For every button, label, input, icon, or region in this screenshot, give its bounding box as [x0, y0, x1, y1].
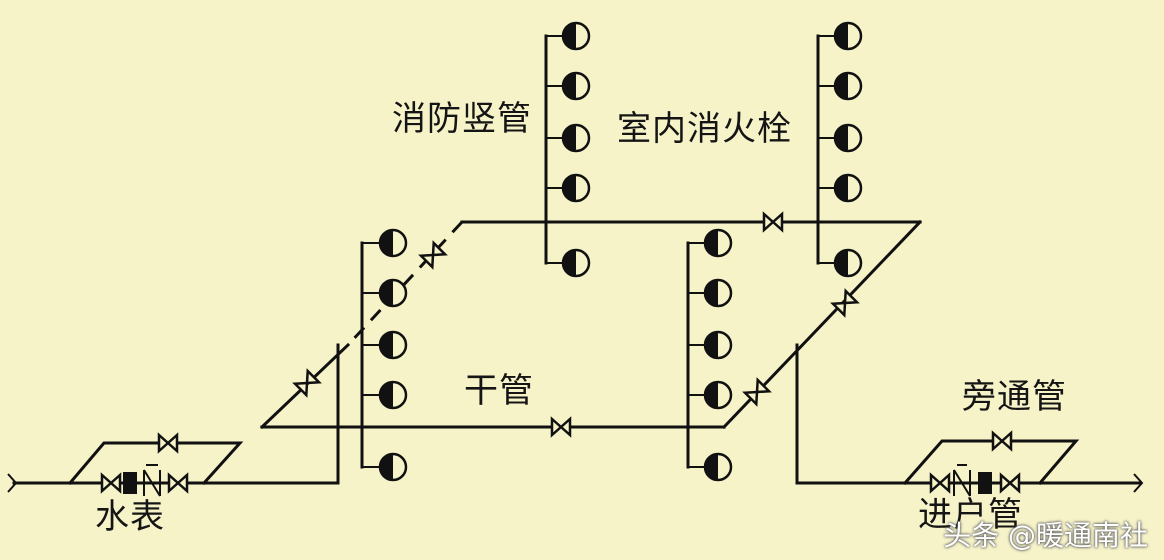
hydrant-icon [703, 380, 733, 410]
right-feed-pipe [795, 343, 1144, 493]
gate-valve-icon [157, 433, 179, 453]
hydrant-icon [561, 71, 591, 101]
hydrant-icon [561, 248, 591, 278]
label-riser: 消防竖管 [392, 99, 532, 139]
watermark: 头条 @暖通南社 [943, 519, 1148, 552]
main-pipe-upper [346, 220, 922, 347]
left-feed-pipe [7, 343, 340, 493]
gate-valve-icon [100, 473, 122, 493]
riser-left-back [544, 21, 591, 278]
gate-valve-icon [999, 473, 1021, 493]
water-meter-icon [123, 472, 137, 494]
hydrant-icon [703, 228, 733, 258]
hydrant-icon [561, 21, 591, 51]
gate-valve-icon [991, 431, 1013, 451]
hydrant-icon [833, 248, 863, 278]
water-meter-icon [978, 472, 992, 494]
hydrant-icon [703, 278, 733, 308]
hydrant-icon [378, 278, 408, 308]
gate-valve-icon [550, 417, 572, 437]
label-meter: 水表 [95, 497, 165, 537]
hydrant-icon [561, 173, 591, 203]
hydrant-icon [378, 228, 408, 258]
hydrant-icon [378, 452, 408, 482]
hydrant-icon [833, 21, 863, 51]
label-bypass: 旁通管 [962, 377, 1067, 417]
break-icon [7, 473, 18, 493]
meter-bypass-left [67, 433, 244, 497]
check-valve-icon [143, 464, 161, 497]
break-icon [1133, 473, 1144, 493]
inlet-bypass-right [902, 431, 1080, 497]
check-valve-icon [953, 464, 971, 497]
hydrant-icon [378, 330, 408, 360]
label-hydrant: 室内消火栓 [617, 109, 792, 149]
hydrant-icon [703, 452, 733, 482]
label-main-pipe: 干管 [464, 371, 534, 411]
hydrant-icon [833, 71, 863, 101]
gate-valve-icon [762, 212, 784, 232]
gate-valve-icon [929, 473, 951, 493]
riser-right-front [686, 228, 733, 482]
hydrant-icon [561, 123, 591, 153]
gate-valve-icon [167, 473, 189, 493]
hydrant-icon [833, 173, 863, 203]
hydrant-icon [833, 123, 863, 153]
label-inlet: 进户管 [918, 495, 1023, 535]
riser-right-back [816, 21, 863, 278]
riser-left-front [360, 228, 408, 482]
hydrant-icon [703, 330, 733, 360]
hydrant-icon [378, 380, 408, 410]
